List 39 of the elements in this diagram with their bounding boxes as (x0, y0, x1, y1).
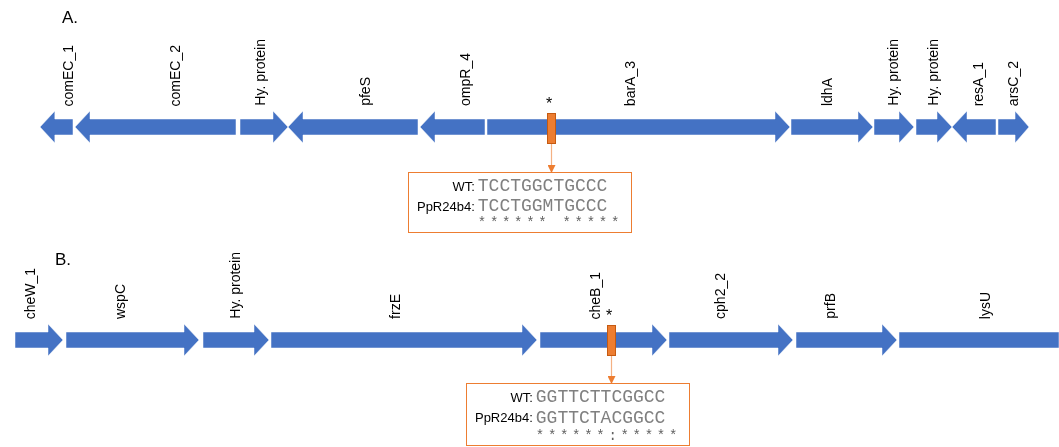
consensus-symbols: ****** ***** (477, 216, 623, 230)
strain-label: PpR24b4: (416, 198, 475, 214)
sequence-text: TCCTGGMTGCCC (477, 196, 608, 216)
gene-label: comEC_1 (60, 44, 76, 106)
gene-label: arsC_2 (1005, 60, 1021, 106)
strain-label: WT: (510, 389, 533, 405)
asterisk-mark: * (606, 308, 613, 324)
gene-label: ldhA (819, 77, 835, 106)
gene-label: Hy. protein (227, 252, 243, 319)
gene-label: barA_3 (622, 60, 638, 106)
mutation-marker (547, 113, 556, 144)
asterisk-mark: * (546, 96, 553, 112)
gene-label: ompR_4 (457, 53, 473, 106)
gene-label: resA_1 (970, 61, 986, 106)
gene-label: lysU (977, 291, 993, 319)
gene-label: Hy. protein (925, 39, 941, 106)
arrow (547, 143, 556, 173)
gene-label: prfB (822, 293, 838, 319)
gene-label: cheB_1 (587, 271, 603, 319)
gene-label: cheW_1 (22, 267, 38, 319)
alignment-box (408, 172, 632, 233)
mutation-marker (607, 325, 616, 356)
gene-label: wspC (112, 284, 128, 319)
gene-label: cph2_2 (712, 273, 728, 319)
sequence-text: GGTTCTTCGGCC (535, 387, 666, 408)
sequence-text: TCCTGGCTGCCC (477, 176, 608, 196)
arrow (607, 355, 616, 384)
panel-label: A. (62, 8, 79, 28)
gene-label: pfeS (357, 77, 373, 106)
strain-label: WT: (452, 178, 475, 194)
gene-label: Hy. protein (885, 39, 901, 106)
gene-label: Hy. protein (252, 39, 268, 106)
strain-label: PpR24b4: (474, 410, 533, 426)
gene-label: comEC_2 (167, 44, 183, 106)
gene-label: frzE (387, 294, 403, 319)
sequence-text: GGTTCTACGGCC (535, 408, 666, 428)
alignment-box (466, 383, 690, 446)
panel-label: B. (55, 250, 72, 270)
consensus-symbols: ******:***** (535, 428, 681, 443)
